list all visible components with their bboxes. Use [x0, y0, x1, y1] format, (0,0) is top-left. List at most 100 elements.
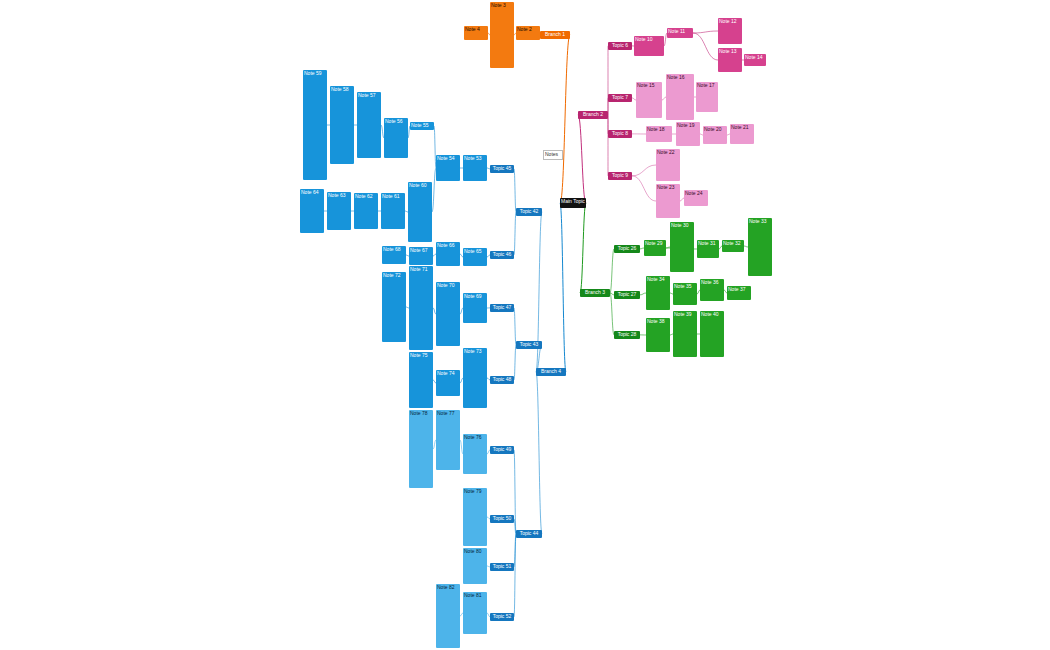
- node-text: Note 24: [685, 191, 707, 197]
- node-text: Note 64: [301, 190, 323, 196]
- note-box: Note 75: [409, 352, 433, 408]
- note-box: Note 16: [666, 74, 694, 120]
- branch-connector: [514, 534, 516, 617]
- branch-topic: Branch 1: [540, 31, 570, 39]
- note-box: Note 32: [722, 240, 744, 252]
- node-text: Note 70: [437, 283, 459, 289]
- node-text: Note 63: [328, 193, 350, 199]
- note-box: Note 19: [676, 122, 700, 146]
- node-text: Note 59: [304, 71, 326, 77]
- note-box: Note 15: [636, 82, 662, 118]
- branch-connector: [580, 203, 586, 293]
- branch-connector: [608, 46, 609, 115]
- note-box: Note 66: [436, 242, 460, 266]
- node-text: Topic 8: [609, 131, 631, 137]
- node-text: Note 81: [464, 593, 486, 599]
- note-box: Note 76: [463, 434, 487, 474]
- node-text: Note 10: [635, 37, 663, 43]
- node-text: Note 76: [464, 435, 486, 441]
- node-text: Note 58: [331, 87, 353, 93]
- node-text: Note 37: [728, 287, 750, 293]
- node-text: Note 15: [637, 83, 661, 89]
- node-text: Branch 4: [537, 369, 565, 375]
- node-text: Note 80: [464, 549, 486, 555]
- node-text: Note 75: [410, 353, 432, 359]
- node-text: Note 11: [668, 29, 692, 35]
- note-box: Note 57: [357, 92, 381, 158]
- branch-topic: Topic 7: [608, 94, 632, 102]
- node-text: Note 22: [657, 150, 679, 156]
- note-box: Note 60: [408, 182, 432, 242]
- node-text: Note 79: [464, 489, 486, 495]
- node-text: Branch 1: [541, 32, 569, 38]
- node-text: Note 18: [647, 127, 671, 133]
- note-box: Note 33: [748, 218, 772, 276]
- node-text: Topic 28: [615, 332, 639, 338]
- branch-connector: [536, 372, 542, 534]
- node-text: Note 29: [645, 241, 665, 247]
- note-box: Note 40: [700, 311, 724, 357]
- branch-topic: Topic 50: [490, 515, 514, 523]
- node-text: Topic 48: [491, 377, 513, 383]
- note-box: Note 82: [436, 584, 460, 648]
- node-text: Topic 44: [517, 531, 541, 537]
- note-box: Note 56: [384, 118, 408, 158]
- note-box: Note 65: [463, 248, 487, 266]
- branch-connector: [632, 133, 646, 134]
- note-box: Note 64: [300, 189, 324, 233]
- branch-connector: [578, 115, 586, 203]
- node-text: Note 66: [437, 243, 459, 249]
- note-box: Note 74: [436, 370, 460, 396]
- branch-topic: Topic 51: [490, 563, 514, 571]
- branch-topic: Topic 42: [516, 208, 542, 216]
- branch-connector: [514, 345, 516, 380]
- node-text: Note 71: [410, 267, 432, 273]
- note-box: Note 3: [490, 2, 514, 68]
- note-box: Note 23: [656, 184, 680, 218]
- node-text: Branch 2: [579, 112, 607, 118]
- branch-connector: [514, 308, 516, 345]
- node-text: Note 34: [647, 277, 669, 283]
- node-text: Note 36: [701, 280, 723, 286]
- note-box: Note 35: [673, 283, 697, 305]
- branch-topic: Topic 52: [490, 613, 514, 621]
- node-text: Note 53: [464, 156, 486, 162]
- note-box: Note 68: [382, 246, 406, 264]
- note-box: Note 55: [410, 122, 434, 130]
- note-box: Note 20: [703, 126, 727, 144]
- note-box: Note 39: [673, 311, 697, 357]
- node-text: Note 30: [671, 223, 693, 229]
- note-box: Note 17: [696, 82, 718, 112]
- note-box: Note 54: [436, 155, 460, 181]
- note-box: Note 73: [463, 348, 487, 408]
- note-box: Note 53: [463, 155, 487, 181]
- note-box: Note 12: [718, 18, 742, 44]
- note-box: Note 59: [303, 70, 327, 180]
- note-box: Note 36: [700, 279, 724, 301]
- note-box: Note 79: [463, 488, 487, 546]
- node-text: Topic 27: [615, 292, 639, 298]
- branch-topic: Branch 4: [536, 368, 566, 376]
- node-text: Topic 7: [609, 95, 631, 101]
- branch-topic: Branch 3: [580, 289, 610, 297]
- node-text: Topic 42: [517, 209, 541, 215]
- note-box: Note 24: [684, 190, 708, 206]
- note-box: Note 34: [646, 276, 670, 310]
- note-box: Note 69: [463, 293, 487, 323]
- node-text: Note 55: [411, 123, 433, 129]
- node-text: Note 82: [437, 585, 459, 591]
- node-text: Note 14: [745, 55, 765, 61]
- note-box: Note 62: [354, 193, 378, 229]
- note-box: Note 38: [646, 318, 670, 352]
- branch-connector: [693, 33, 718, 60]
- node-text: Note 54: [437, 156, 459, 162]
- branch-connector: [514, 450, 516, 534]
- node-text: Topic 26: [615, 246, 639, 252]
- note-box: Note 10: [634, 36, 664, 56]
- note-box: Note 2: [516, 26, 540, 40]
- node-text: Note 65: [464, 249, 486, 255]
- node-text: Note 19: [677, 123, 699, 129]
- node-text: Note 60: [409, 183, 431, 189]
- branch-topic: Topic 49: [490, 446, 514, 454]
- note-box: Note 71: [409, 266, 433, 350]
